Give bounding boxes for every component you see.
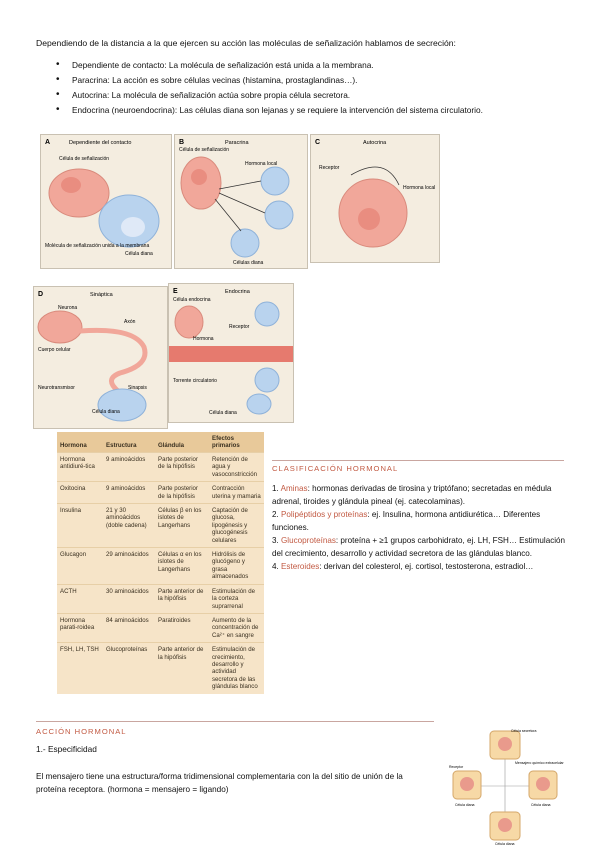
section-divider — [36, 721, 434, 722]
svg-text:Célula diana: Célula diana — [495, 842, 515, 846]
figure-panel-e: E Endocrina Célula endocrina Receptor Ho… — [168, 283, 294, 423]
svg-text:Célula diana: Célula diana — [92, 409, 120, 415]
classification-list: 1. Aminas: hormonas derivadas de tirosin… — [272, 482, 572, 573]
svg-text:Célula diana: Célula diana — [209, 410, 237, 416]
svg-text:B: B — [179, 139, 184, 146]
svg-text:Célula secretora: Célula secretora — [511, 729, 537, 733]
svg-text:Célula diana: Célula diana — [455, 803, 475, 807]
svg-text:Autocrina: Autocrina — [363, 140, 387, 146]
svg-text:Receptor: Receptor — [449, 765, 464, 769]
list-item: Paracrina: La acción es sobre células ve… — [56, 74, 576, 89]
svg-text:Sinapsis: Sinapsis — [128, 385, 147, 391]
panel-letter: A — [45, 139, 50, 146]
list-item: 3. Glucoproteínas: proteína + ≥1 grupos … — [272, 536, 566, 558]
svg-text:Célula diana: Célula diana — [531, 803, 551, 807]
svg-text:Hormona: Hormona — [193, 336, 214, 342]
svg-text:Sináptica: Sináptica — [90, 292, 114, 298]
hormone-table: Hormona Estructura Glándula Efectos prim… — [57, 432, 264, 694]
svg-text:Paracrina: Paracrina — [225, 140, 249, 146]
list-item: Autocrina: La molécula de señalización a… — [56, 89, 576, 104]
section-divider — [272, 460, 564, 461]
figure-panel-b: B Paracrina Célula de señalización Hormo… — [174, 134, 308, 269]
panel-title: Dependiente del contacto — [69, 140, 131, 146]
svg-text:C: C — [315, 139, 320, 146]
receptor-specificity-figure: Célula secretora Mensajero químico extra… — [445, 726, 565, 846]
svg-text:Mensajero químico extracelular: Mensajero químico extracelular — [515, 761, 564, 765]
label-molecule: Molécula de señalización unida a la memb… — [45, 243, 149, 249]
svg-text:D: D — [38, 291, 43, 298]
svg-text:Neurona: Neurona — [58, 305, 77, 311]
secretion-types-list: Dependiente de contacto: La molécula de … — [56, 59, 576, 119]
label-target: Célula diana — [125, 251, 153, 257]
list-item: Dependiente de contacto: La molécula de … — [56, 59, 576, 74]
svg-text:Hormona local: Hormona local — [403, 185, 435, 191]
svg-text:Axón: Axón — [124, 319, 136, 325]
svg-text:Neurotransmisor: Neurotransmisor — [38, 385, 75, 391]
accion-paragraph: El mensajero tiene una estructura/forma … — [36, 772, 403, 794]
intro-paragraph: Dependiendo de la distancia a la que eje… — [36, 38, 456, 48]
list-item: 2. Polipéptidos y proteínas: ej. Insulin… — [272, 510, 541, 532]
subheading-especificidad: 1.- Especificidad — [36, 744, 97, 754]
list-item: 4. Esteroides: derivan del colesterol, e… — [272, 562, 534, 571]
signal-cell-shape — [48, 168, 110, 218]
section-heading-clasificacion: CLASIFICACIÓN HORMONAL — [272, 464, 399, 473]
figure-panel-a: A Dependiente del contacto Célula de señ… — [40, 134, 172, 269]
svg-text:Receptor: Receptor — [229, 324, 250, 330]
label-signal-cell: Célula de señalización — [59, 156, 109, 162]
section-heading-accion: ACCIÓN HORMONAL — [36, 727, 127, 736]
svg-text:Célula de señalización: Célula de señalización — [179, 147, 229, 153]
svg-text:Endocrina: Endocrina — [225, 289, 251, 295]
list-item: 1. Aminas: hormonas derivadas de tirosin… — [272, 484, 552, 506]
table-header-row: Hormona Estructura Glándula Efectos prim… — [57, 432, 264, 453]
svg-text:Torrente circulatorio: Torrente circulatorio — [173, 378, 217, 384]
svg-text:Cuerpo celular: Cuerpo celular — [38, 347, 71, 353]
svg-text:Hormona local: Hormona local — [245, 161, 277, 167]
svg-text:Células diana: Células diana — [233, 260, 264, 266]
nucleus-shape — [61, 177, 81, 193]
nucleus-shape — [121, 217, 145, 237]
svg-text:E: E — [173, 288, 178, 295]
svg-text:Célula endocrina: Célula endocrina — [173, 297, 211, 303]
svg-text:Receptor: Receptor — [319, 165, 340, 171]
list-item: Endocrina (neuroendocrina): Las células … — [56, 104, 576, 119]
figure-panel-c: C Autocrina Receptor Hormona local — [310, 134, 440, 263]
figure-panel-d: D Sináptica Neurona Axón Cuerpo celular … — [33, 286, 168, 429]
